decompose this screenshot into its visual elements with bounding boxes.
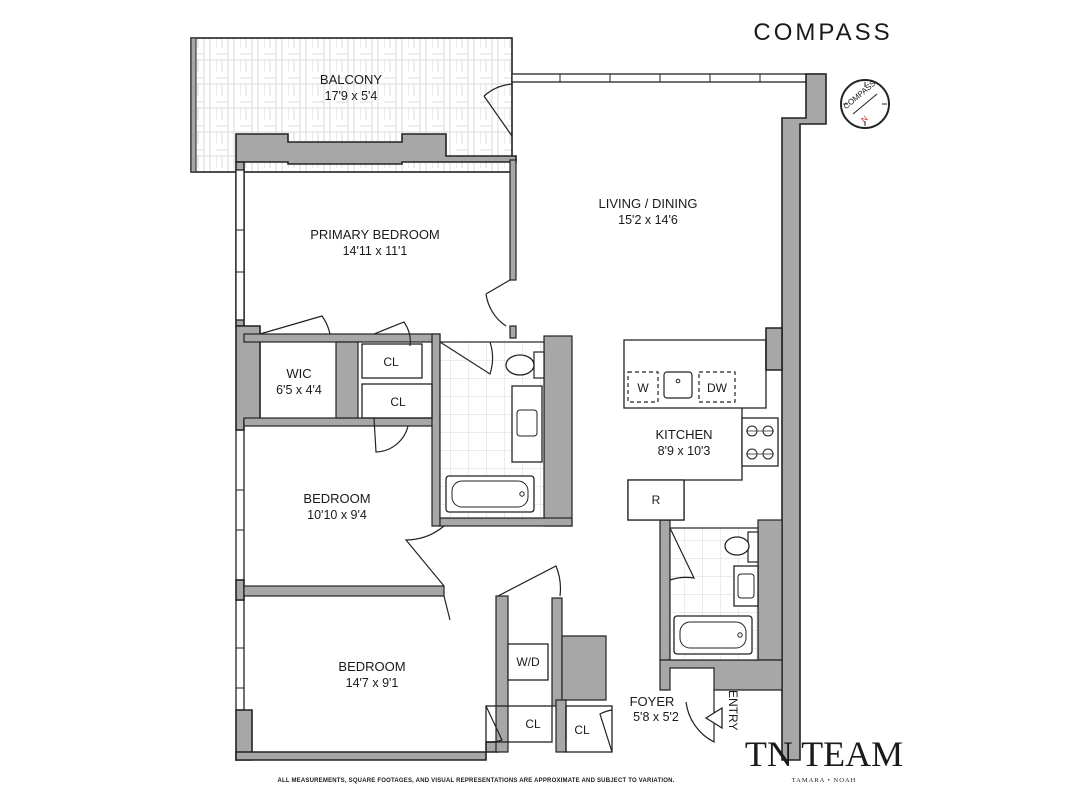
bedroom-3-dims: 14'7 x 9'1 xyxy=(346,676,399,690)
balcony-name: BALCONY xyxy=(320,72,382,87)
closet-1-label: CL xyxy=(383,355,399,369)
closet-bottom-left xyxy=(485,705,553,743)
bathtub xyxy=(445,475,535,513)
kitchen-sink xyxy=(663,371,693,399)
washer-box xyxy=(627,371,659,403)
primary-top-wall xyxy=(235,133,517,165)
left-windows xyxy=(235,169,245,711)
wic-name: WIC xyxy=(286,366,311,381)
dishwasher-label: DW xyxy=(707,381,728,395)
kitchen-name: KITCHEN xyxy=(655,427,712,442)
doors xyxy=(259,83,715,753)
brand-logo: COMPASS xyxy=(753,19,892,46)
bottom-wall xyxy=(235,741,499,761)
closet-2-label: CL xyxy=(390,395,406,409)
compass-rose-icon: COMPASS N xyxy=(840,79,890,129)
dishwasher-box xyxy=(698,371,736,403)
kitchen-dims: 8'9 x 10'3 xyxy=(658,444,711,458)
entry-arrow-icon xyxy=(704,706,723,730)
closet-cl-2 xyxy=(361,383,433,419)
foyer-name: FOYER xyxy=(630,694,675,709)
range-stove xyxy=(741,417,779,467)
team-logo: TN TEAM xyxy=(745,734,903,774)
refrigerator xyxy=(627,479,685,521)
disclaimer: ALL MEASUREMENTS, SQUARE FOOTAGES, AND V… xyxy=(277,778,674,784)
primary-bedroom-dims: 14'11 x 11'1 xyxy=(343,244,408,258)
bathtub-2 xyxy=(673,615,753,655)
balcony-dims: 17'9 x 5'4 xyxy=(325,89,378,103)
living-windows xyxy=(511,73,825,83)
foyer-dims: 5'8 x 5'2 xyxy=(633,710,679,724)
bedroom-2-name: BEDROOM xyxy=(303,491,370,506)
bathroom-main xyxy=(439,341,545,519)
refrigerator-label: R xyxy=(652,493,661,507)
toilet-2 xyxy=(724,536,750,556)
living-dining-name: LIVING / DINING xyxy=(599,196,698,211)
exterior-wall-right xyxy=(781,73,827,761)
living-dining-dims: 15'2 x 14'6 xyxy=(618,213,678,227)
wic-dims: 6'5 x 4'4 xyxy=(276,383,322,397)
closet-3-label: CL xyxy=(525,717,541,731)
washer-label: W xyxy=(637,381,649,395)
washer-dryer xyxy=(507,643,549,681)
compass-north: N xyxy=(860,114,870,125)
closet-cl-1 xyxy=(361,343,423,379)
toilet xyxy=(505,354,535,376)
primary-bedroom-name: PRIMARY BEDROOM xyxy=(310,227,440,242)
bathroom-second xyxy=(669,527,759,661)
team-subtitle: TAMARA • NOAH xyxy=(792,777,857,784)
kitchen xyxy=(623,339,779,521)
washer-dryer-label: W/D xyxy=(516,655,540,669)
column-living xyxy=(765,327,783,371)
bedroom-3-name: BEDROOM xyxy=(338,659,405,674)
entry-label: ENTRY xyxy=(726,690,740,730)
closet-4-label: CL xyxy=(574,723,590,737)
bedroom-2-dims: 10'10 x 9'4 xyxy=(307,508,367,522)
